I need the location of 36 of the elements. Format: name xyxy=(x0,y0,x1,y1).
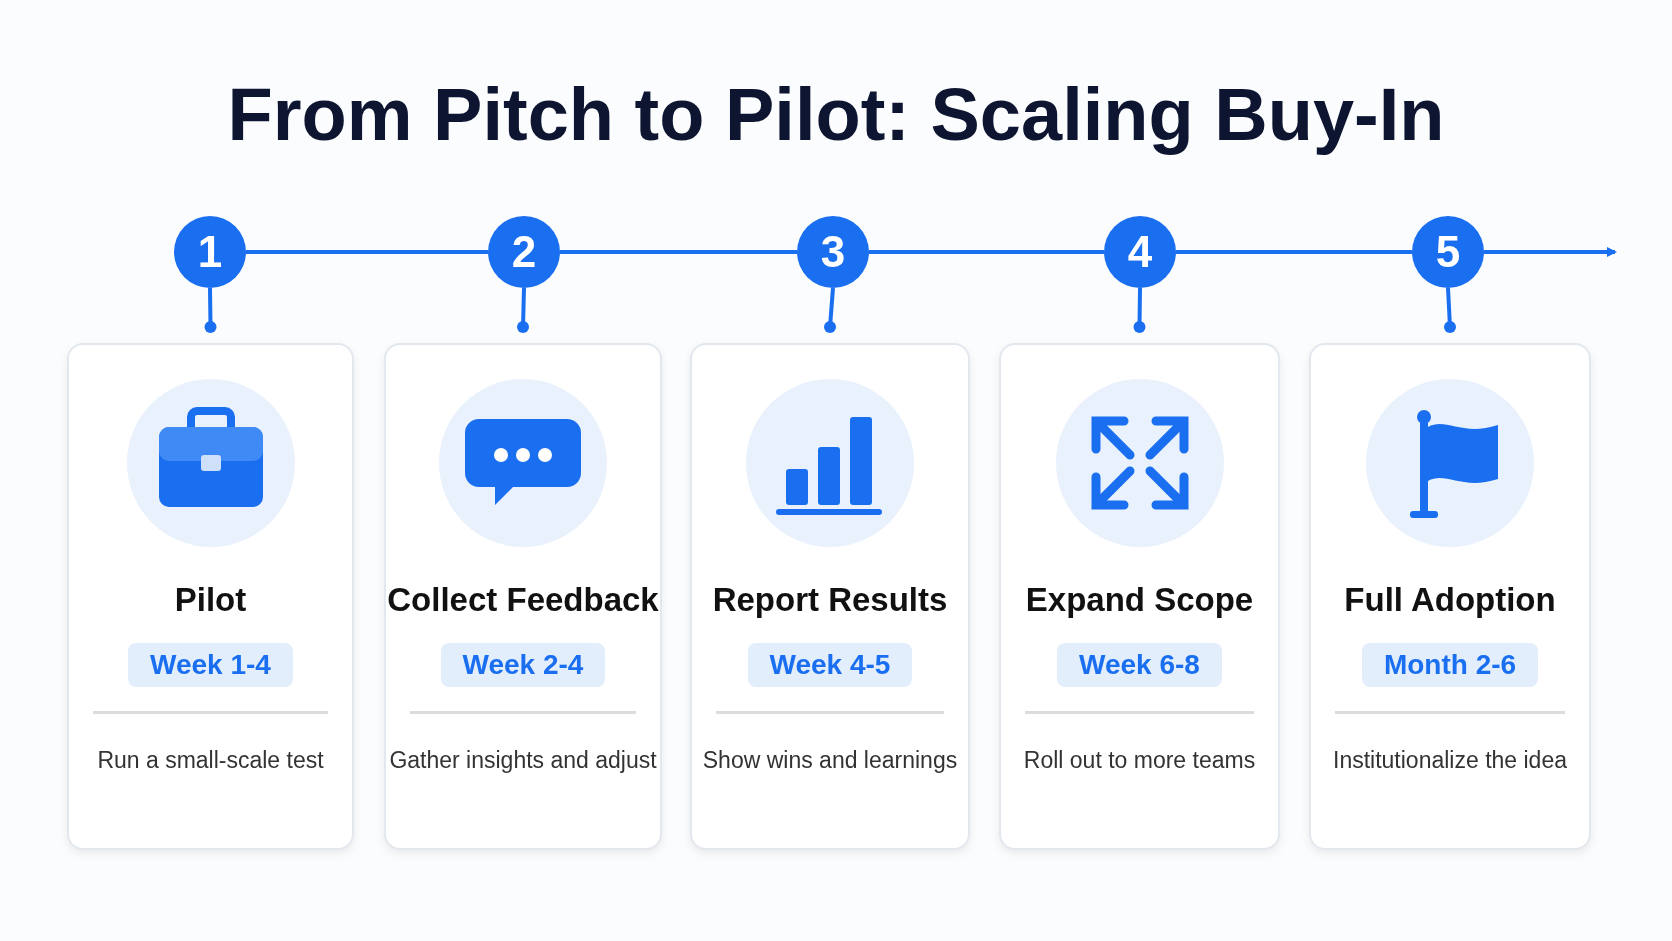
step-card xyxy=(67,343,354,850)
connector-line xyxy=(204,287,217,333)
step-number-circle: 3 xyxy=(797,216,869,288)
step-number-circle: 4 xyxy=(1104,216,1176,288)
step-description: Show wins and learnings xyxy=(701,747,959,774)
connector-line xyxy=(1133,287,1146,333)
step-title: Expand Scope xyxy=(1024,581,1255,619)
duration-badge: Week 4-5 xyxy=(747,643,913,687)
duration-badge: Month 2-6 xyxy=(1361,643,1539,687)
step-title: Collect Feedback xyxy=(386,581,660,619)
connector-line xyxy=(1444,287,1456,333)
step-description: Institutionalize the idea xyxy=(1332,747,1568,774)
step-description: Run a small-scale test xyxy=(96,747,325,774)
step-description: Roll out to more teams xyxy=(1022,747,1257,774)
duration-badge: Week 6-8 xyxy=(1057,643,1222,687)
timeline-line xyxy=(560,250,797,254)
step-title: Full Adoption xyxy=(1343,581,1557,619)
step-card xyxy=(384,343,662,850)
duration-badge: Week 1-4 xyxy=(128,643,293,687)
timeline-line xyxy=(1176,250,1412,254)
timeline-line xyxy=(246,250,488,254)
step-number-circle: 5 xyxy=(1412,216,1484,288)
connector-line xyxy=(824,287,836,333)
step-number-circle: 1 xyxy=(174,216,246,288)
step-title: Report Results xyxy=(711,581,949,619)
step-card xyxy=(690,343,970,850)
step-description: Gather insights and adjust xyxy=(388,747,658,774)
connector-line xyxy=(517,287,529,333)
duration-badge: Week 2-4 xyxy=(440,643,606,687)
step-card xyxy=(1309,343,1591,850)
step-card xyxy=(999,343,1280,850)
step-title: Pilot xyxy=(173,581,248,619)
step-number-circle: 2 xyxy=(488,216,560,288)
timeline-line xyxy=(869,250,1104,254)
title: From Pitch to Pilot: Scaling Buy-In xyxy=(226,72,1446,157)
timeline-arrow xyxy=(1484,247,1617,257)
